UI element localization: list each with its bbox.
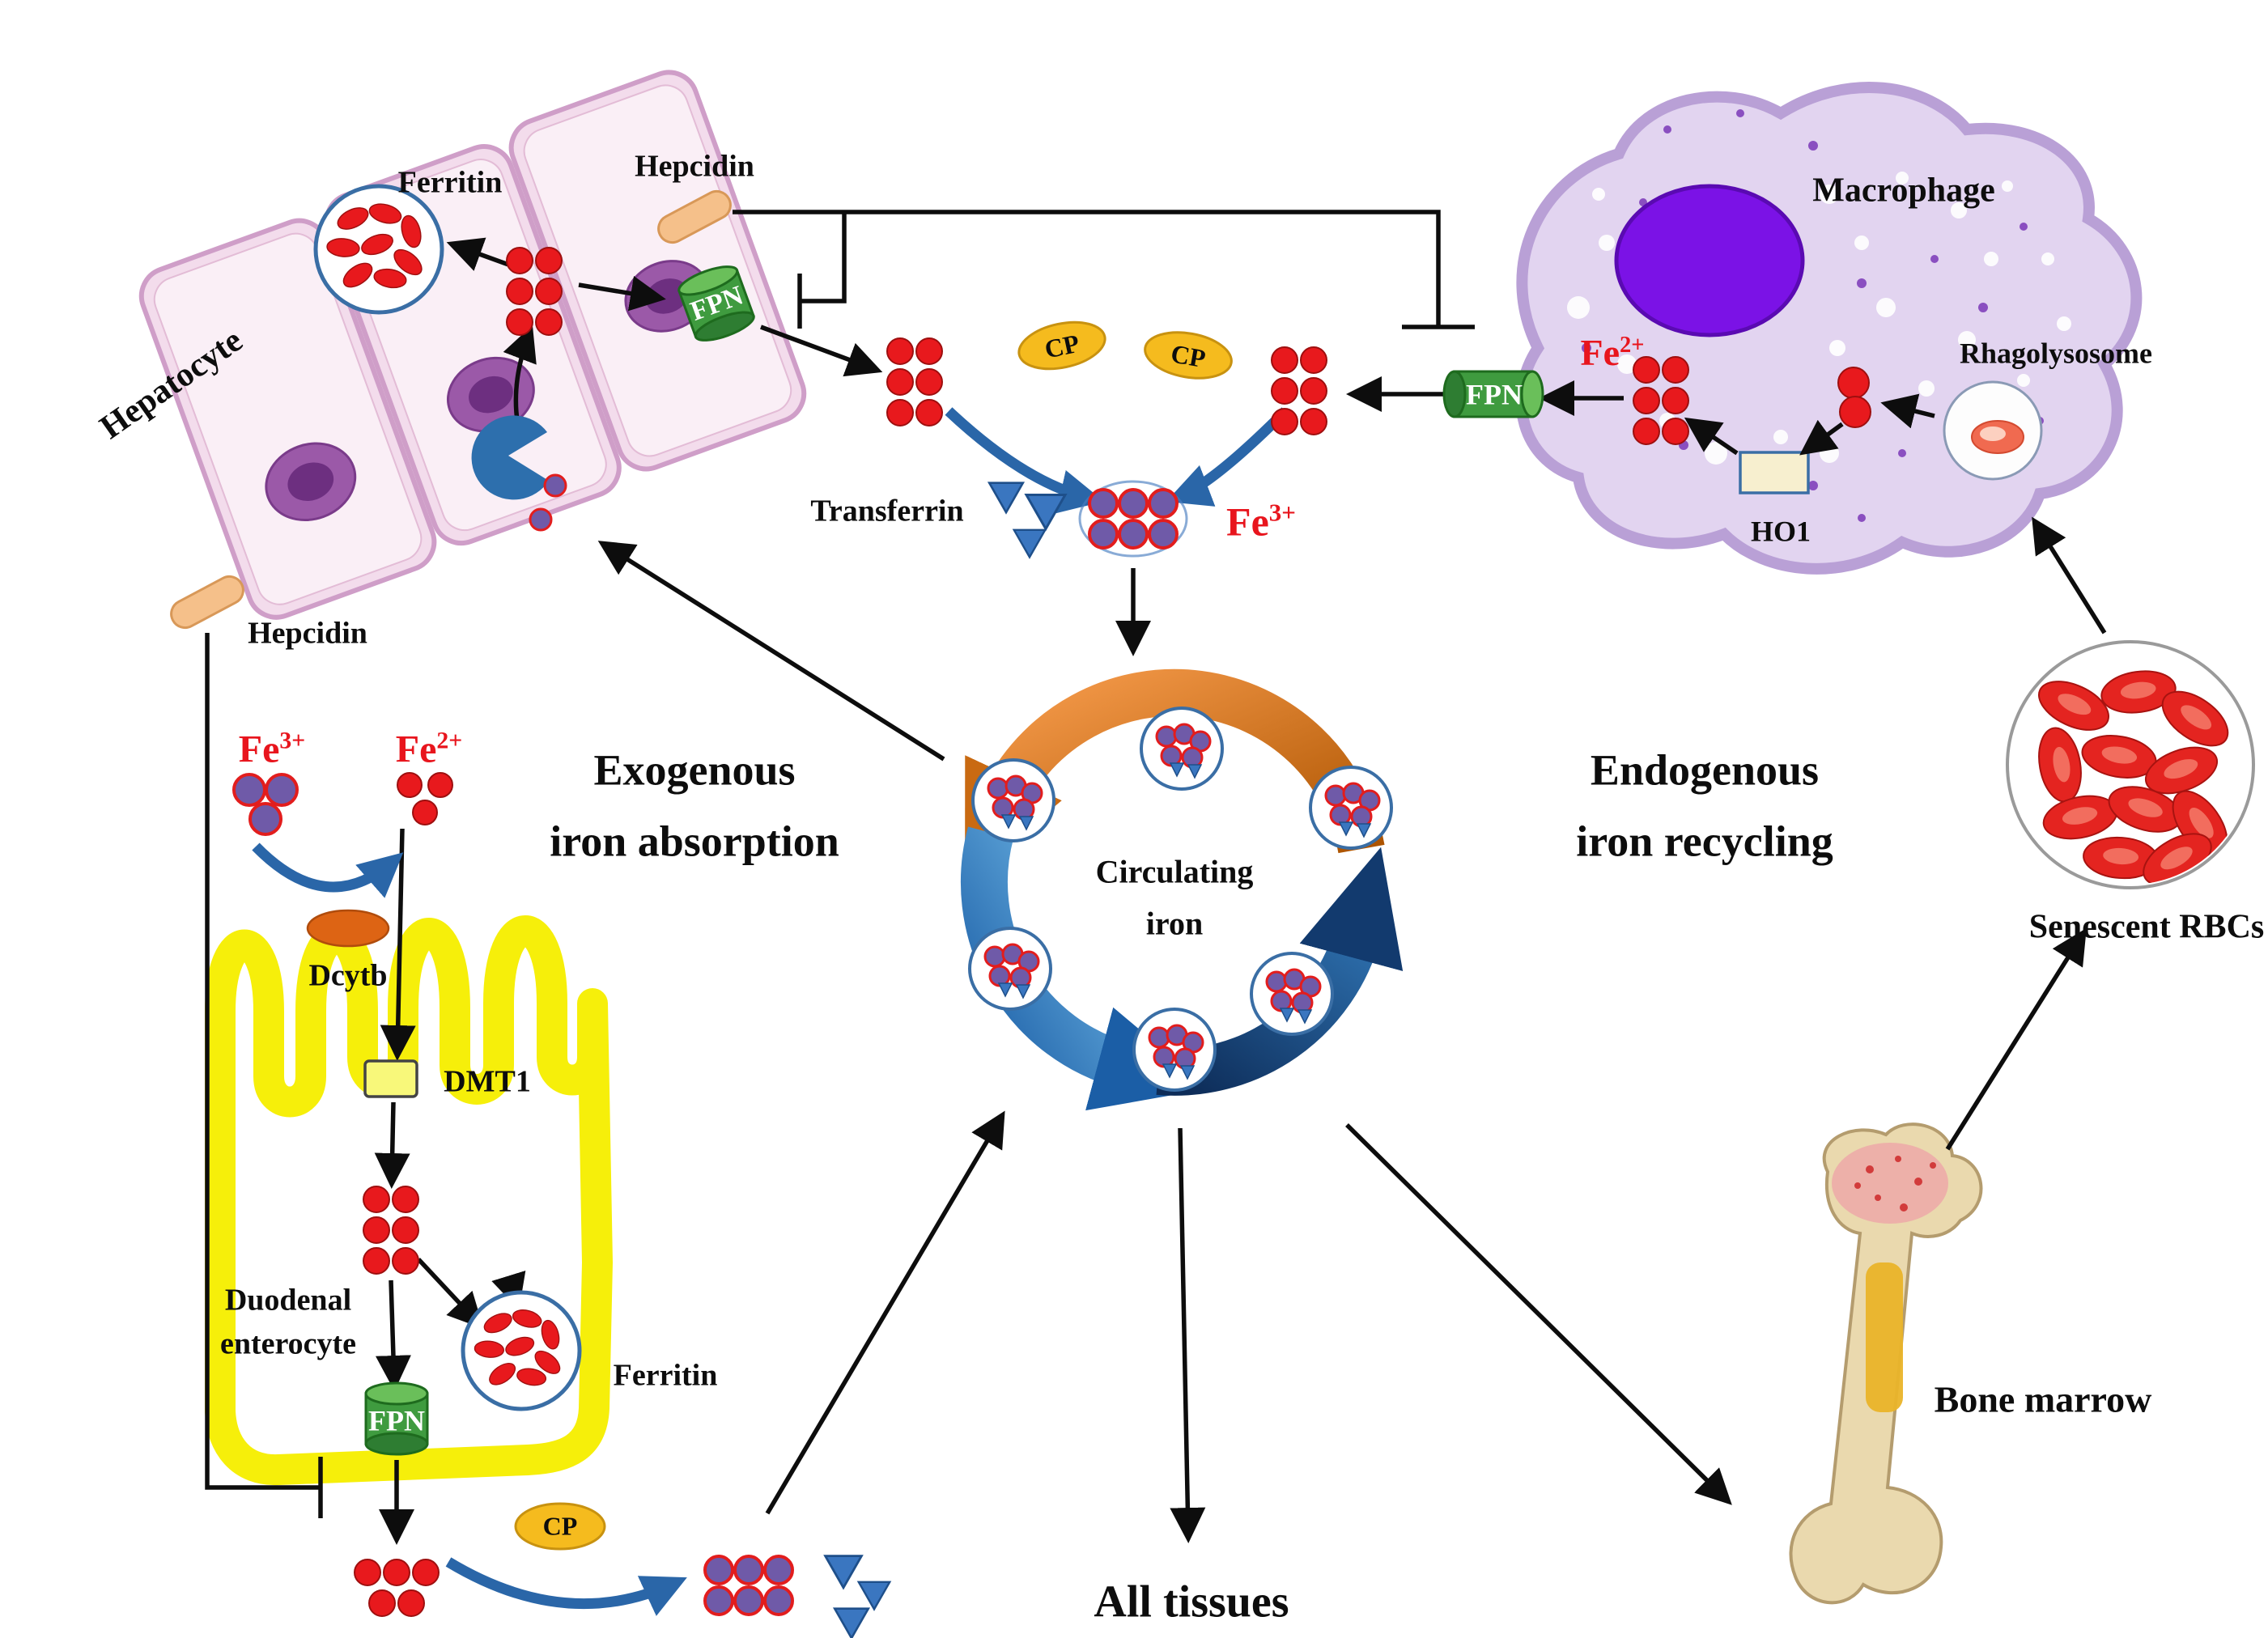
ferritin-bottom-label: Ferritin — [613, 1358, 718, 1393]
fe3-plasma-label: Fe3+ — [1226, 498, 1296, 545]
transferrin-triangles-bottom — [824, 1555, 891, 1638]
hepcidin-inhibition-lines — [205, 210, 1475, 1518]
fe2-lumen-label: Fe2+ — [395, 727, 463, 771]
duodenal-enterocyte-outline — [205, 915, 613, 1486]
transferrin-receptor — [471, 415, 567, 532]
cp-right-label: CP — [1168, 338, 1208, 374]
transferrin-label: Transferrin — [810, 494, 964, 528]
hepcidin-top-label: Hepcidin — [635, 149, 754, 184]
rhagolysosome-vesicle — [1943, 380, 2043, 481]
dcytb-oval — [306, 909, 390, 948]
circulating-iron-line1: Circulating — [1095, 853, 1254, 890]
hepcidin-pill-left — [170, 575, 244, 630]
senescent-rbcs-label: Senescent RBCs — [2028, 908, 2265, 946]
circulating-iron-cycle — [960, 668, 1404, 1111]
bone-marrow-label: Bone marrow — [1934, 1378, 2152, 1420]
macrophage-nucleus — [1614, 184, 1805, 337]
fe3-transferrin-cluster — [1078, 480, 1188, 558]
senescent-rbcs-circle — [2006, 640, 2255, 889]
fe3-cluster-bottom — [703, 1555, 794, 1616]
fpn-macrophage-label: FPN — [1466, 378, 1523, 411]
ferritin-top-label: Ferritin — [397, 165, 503, 200]
ferritin-hepatocyte — [313, 184, 444, 315]
transferrin-triangles — [987, 482, 1067, 558]
cp-oval-left — [1017, 320, 1106, 371]
cp-oval-bottom — [514, 1502, 606, 1551]
enzyme-arrows — [252, 407, 1289, 1616]
rhagolysosome-label: Rhagolysosome — [1959, 337, 2153, 370]
fpn-macrophage-cylinder — [1442, 370, 1544, 418]
endogenous-title-line2: iron recycling — [1576, 817, 1833, 866]
cp-bottom-label: CP — [542, 1511, 578, 1541]
cp-left-label: CP — [1042, 328, 1082, 364]
ho1-label: HO1 — [1750, 515, 1811, 548]
hepcidin-left-label: Hepcidin — [248, 616, 367, 651]
macrophage-cell — [1515, 82, 2143, 575]
circulating-iron-line2: iron — [1145, 905, 1204, 942]
lumen-fe2-dots — [397, 772, 453, 825]
dmt1-box — [363, 1059, 418, 1098]
fpn-enterocyte-cylinder — [364, 1381, 429, 1456]
bone-marrow-art — [1789, 1122, 1983, 1605]
endogenous-title-line1: Endogenous — [1590, 745, 1820, 795]
dcytb-label: Dcytb — [308, 958, 388, 993]
exogenous-title-line1: Exogenous — [593, 745, 796, 795]
exogenous-title-line2: iron absorption — [550, 817, 839, 866]
ferritin-enterocyte — [461, 1290, 582, 1411]
duodenal-enterocyte-line1: Duodenal — [224, 1283, 352, 1318]
fpn-hepatocyte-cylinder — [677, 265, 755, 342]
flow-arrows — [374, 237, 2107, 1545]
ho1-enzyme-box — [1739, 451, 1810, 494]
hepcidin-pill-top — [657, 189, 732, 244]
fe2-macrophage-label: Fe2+ — [1580, 332, 1645, 374]
fpn-enterocyte-label: FPN — [368, 1404, 425, 1437]
lumen-fe3-dots — [232, 773, 299, 836]
duodenal-enterocyte-line2: enterocyte — [219, 1326, 357, 1361]
all-tissues-label: All tissues — [1094, 1576, 1289, 1627]
heme-iron-pair — [1837, 367, 1871, 428]
dmt1-label: DMT1 — [444, 1064, 531, 1099]
macrophage-label: Macrophage — [1812, 172, 1995, 210]
fe3-lumen-label: Fe3+ — [238, 727, 306, 771]
cp-oval-right — [1144, 331, 1233, 380]
